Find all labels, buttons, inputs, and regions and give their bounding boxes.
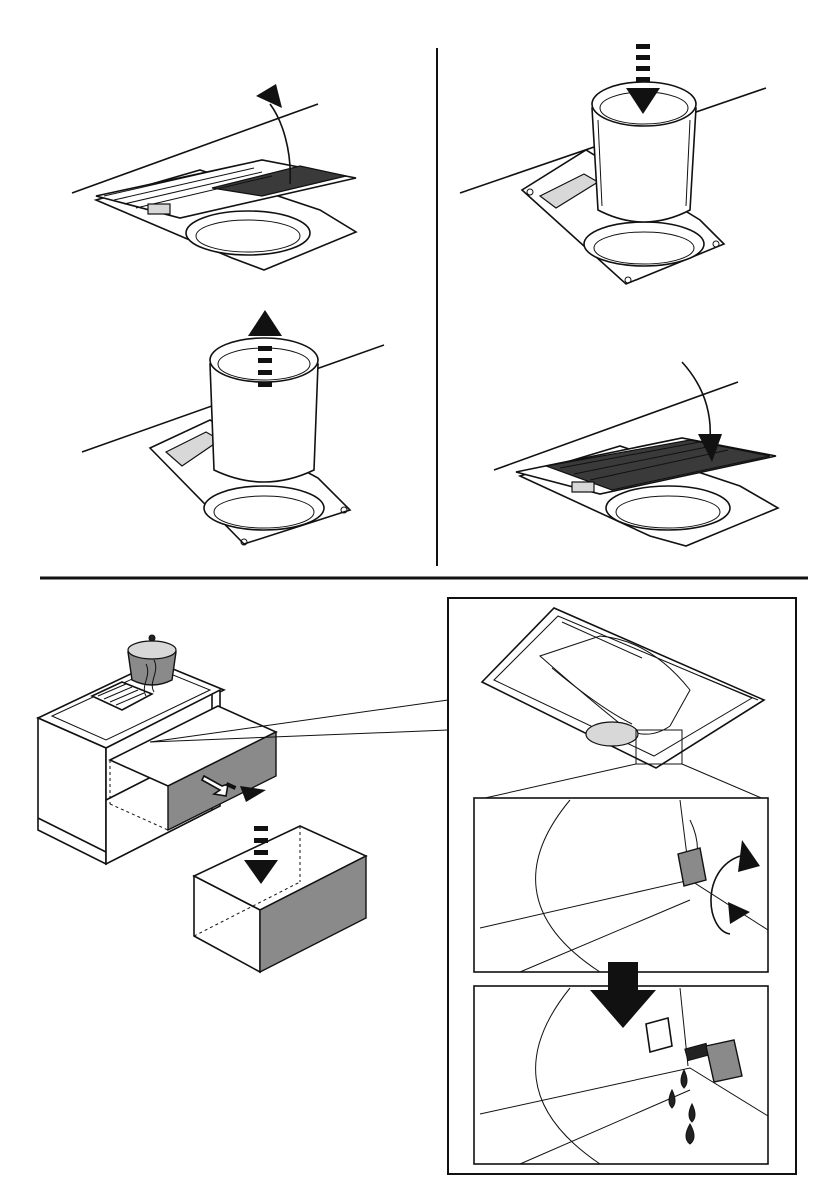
remove-arrow [248,310,282,336]
panel-insert-charcoal-filter [460,44,766,284]
panel-replace-grease-filter [494,362,778,546]
panel-cabinet-access [38,635,448,972]
lift-arrow [256,84,282,108]
pull-drawer-arrow [240,786,266,802]
panel-remove-grease-filter [72,84,356,270]
panel-drain-detail [448,598,796,1174]
panel-remove-charcoal-filter [82,310,384,545]
